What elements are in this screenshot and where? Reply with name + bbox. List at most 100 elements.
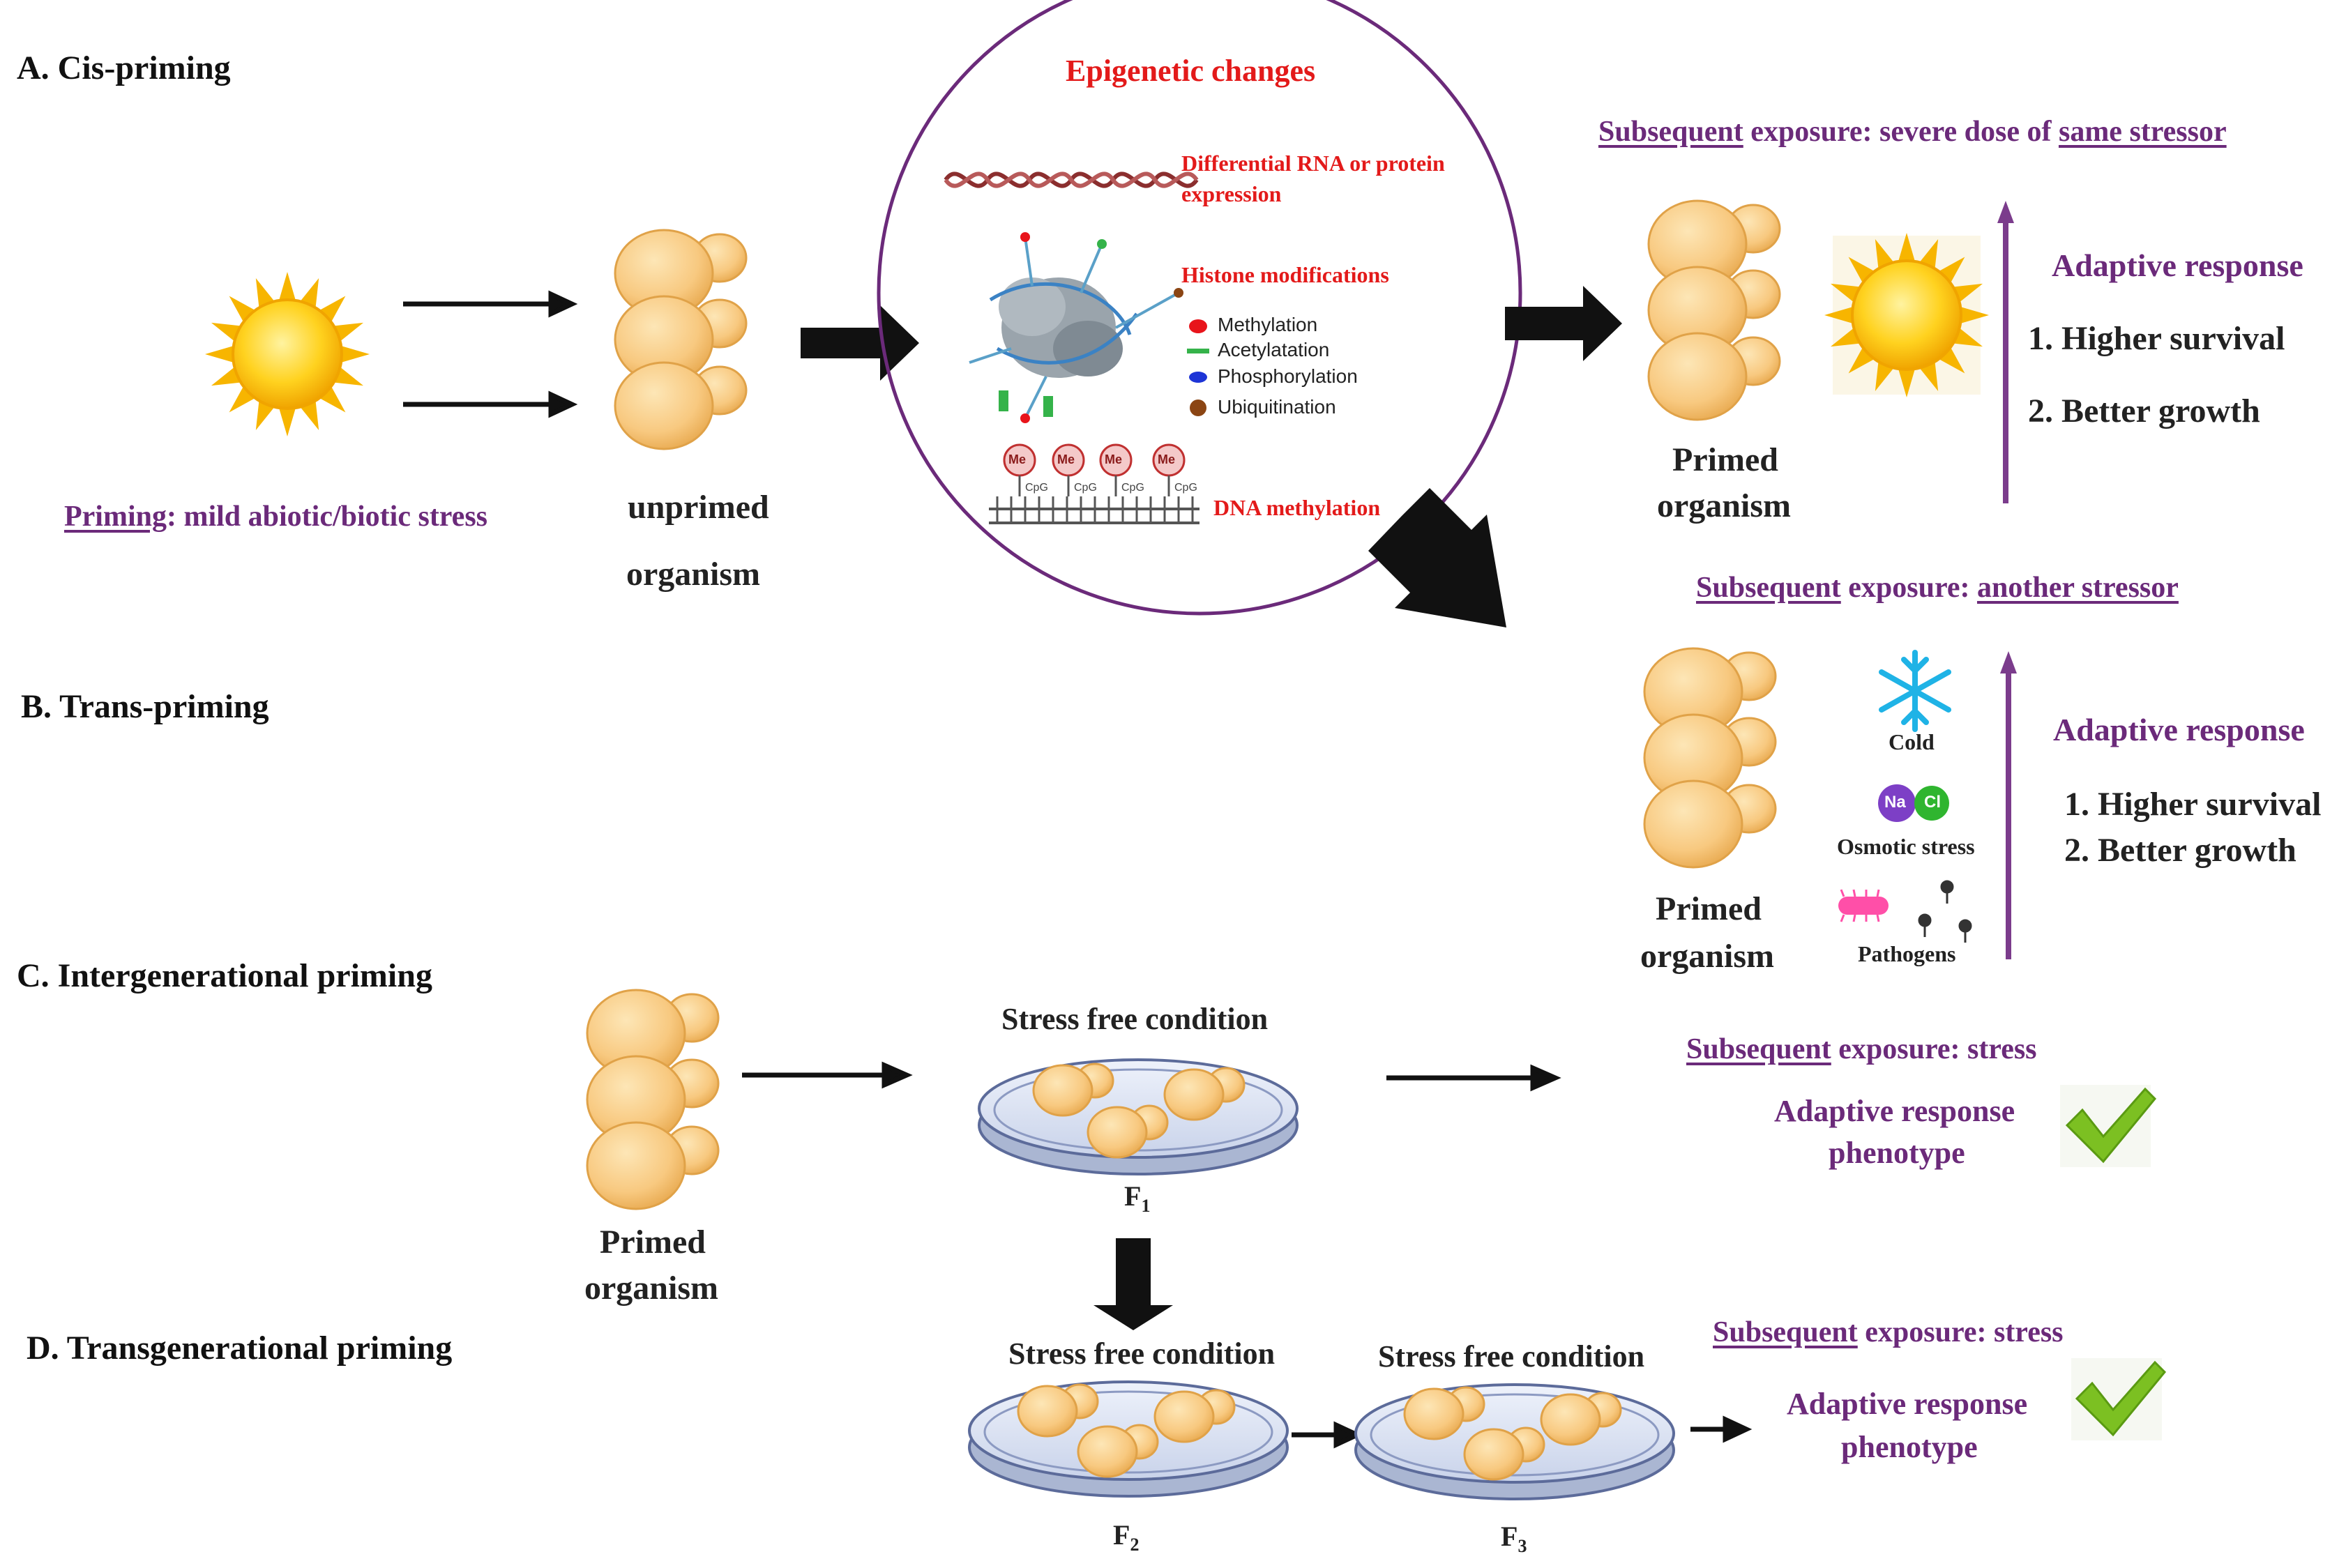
- primed-organism-icon-c: [586, 989, 720, 1210]
- cis-exposure-caption: Subsequent exposure: severe dose of same…: [1598, 117, 2227, 146]
- stress-free-label-f3: Stress free condition: [1378, 1339, 1645, 1373]
- gen-f3-sub: 3: [1518, 1536, 1527, 1556]
- gen-f2-letter: F: [1113, 1519, 1130, 1551]
- arrow-to-trans: [1368, 488, 1506, 627]
- arrow-to-f1: [742, 1061, 913, 1089]
- gen-label-f3: F3: [1501, 1523, 1527, 1555]
- adaptive-item2-trans: 2. Better growth: [2064, 832, 2296, 869]
- stress-free-label-f2: Stress free condition: [1008, 1337, 1276, 1371]
- c-exposure-caption: Subsequent exposure: stress: [1686, 1035, 2037, 1064]
- section-b-title: B. Trans-priming: [21, 688, 269, 725]
- cpg-mark-2: CpG: [1074, 482, 1097, 494]
- pathogens-label: Pathogens: [1858, 941, 1956, 966]
- adaptive-title-trans: Adaptive response: [2053, 712, 2305, 747]
- cis-exposure-w2: exposure: severe dose of: [1743, 116, 2059, 148]
- cpg-mark-3: CpG: [1121, 482, 1144, 494]
- cpg-mark-1: CpG: [1025, 482, 1048, 494]
- primed-label-cis-2: organism: [1657, 487, 1791, 524]
- arrow-to-c-exposure: [1386, 1064, 1561, 1092]
- arrow-to-epigenetics: [801, 305, 919, 381]
- unprimed-organism-icon: [614, 229, 748, 450]
- cl-ion-icon: [1914, 786, 1949, 821]
- modification-legend: [1187, 319, 1209, 416]
- cl-label: Cl: [1924, 793, 1941, 812]
- c-exposure-w2: exposure: stress: [1831, 1033, 2037, 1065]
- trans-exposure-w3: another stressor: [1976, 572, 2179, 604]
- cis-exposure-w3: same stressor: [2058, 116, 2227, 148]
- legend-phosphorylation: Phosphorylation: [1218, 365, 1358, 387]
- d-phenotype-2: phenotype: [1841, 1430, 1978, 1464]
- gen-label-f2: F2: [1113, 1521, 1139, 1554]
- primed-label-c-2: organism: [584, 1270, 718, 1307]
- diff-expression-label-2: expression: [1181, 181, 1282, 206]
- na-ion-icon: [1878, 784, 1916, 822]
- priming-description: : mild abiotic/biotic stress: [166, 501, 488, 533]
- arrow-to-cis: [1505, 286, 1622, 361]
- section-c-title: C. Intergenerational priming: [17, 957, 432, 994]
- sun-icon-priming: [204, 271, 371, 438]
- unprimed-label-2: organism: [626, 556, 760, 593]
- adaptive-item1-trans: 1. Higher survival: [2064, 786, 2322, 823]
- adaptive-item1-cis: 1. Higher survival: [2028, 320, 2285, 357]
- dna-methylation-label: DNA methylation: [1213, 495, 1381, 520]
- sun-icon-cis: [1823, 231, 1990, 399]
- cold-label: Cold: [1889, 729, 1935, 754]
- primed-label-c-1: Primed: [600, 1224, 706, 1261]
- cpg-mark-4: CpG: [1174, 482, 1197, 494]
- priming-arrows: [403, 290, 578, 418]
- adaptive-arrow-cis: [1997, 201, 2014, 503]
- snowflake-icon: [1879, 650, 1951, 732]
- primed-organism-icon-trans: [1643, 647, 1777, 869]
- d-exposure-w2: exposure: stress: [1857, 1316, 2064, 1348]
- gen-f2-sub: 2: [1130, 1535, 1140, 1555]
- me-mark-3: Me: [1105, 452, 1123, 466]
- diff-expression-label-1: Differential RNA or protein: [1181, 151, 1445, 176]
- primed-organism-icon-cis: [1647, 199, 1781, 421]
- c-phenotype-1: Adaptive response: [1774, 1094, 2015, 1128]
- priming-caption: Priming: mild abiotic/biotic stress: [64, 502, 487, 531]
- legend-ubiquitination: Ubiquitination: [1218, 396, 1336, 418]
- me-mark-2: Me: [1057, 452, 1075, 466]
- adaptive-title-cis: Adaptive response: [2052, 248, 2303, 283]
- na-label: Na: [1884, 793, 1906, 812]
- arrow-to-d-exposure: [1690, 1415, 1753, 1443]
- c-phenotype-2: phenotype: [1829, 1136, 1965, 1170]
- legend-acetylation: Acetylatation: [1218, 339, 1330, 360]
- stress-free-label-f1: Stress free condition: [1001, 1002, 1269, 1036]
- cis-exposure-w1: Subsequent: [1598, 116, 1743, 148]
- primed-label-cis-1: Primed: [1672, 441, 1778, 478]
- petri-dish-f2: [968, 1380, 1289, 1498]
- petri-dish-f1: [978, 1058, 1299, 1175]
- d-exposure-w1: Subsequent: [1713, 1316, 1858, 1348]
- adaptive-arrow-trans: [2000, 651, 2017, 959]
- primed-label-trans-2: organism: [1640, 938, 1774, 975]
- me-mark-4: Me: [1158, 452, 1176, 466]
- me-mark-1: Me: [1008, 452, 1027, 466]
- section-d-title: D. Transgenerational priming: [27, 1330, 453, 1367]
- gen-f1-letter: F: [1124, 1180, 1142, 1212]
- bacteria-icon: [1838, 889, 1889, 922]
- d-exposure-caption: Subsequent exposure: stress: [1713, 1318, 2064, 1347]
- petri-dish-f3: [1354, 1383, 1675, 1500]
- adaptive-item2-cis: 2. Better growth: [2028, 393, 2260, 429]
- histone-label: Histone modifications: [1181, 262, 1389, 287]
- osmotic-label: Osmotic stress: [1837, 834, 1975, 859]
- dna-helix-icon: [944, 172, 1199, 188]
- gen-label-f1: F1: [1124, 1182, 1150, 1215]
- unprimed-label-1: unprimed: [628, 489, 769, 526]
- arrow-f1-to-f2: [1093, 1238, 1173, 1330]
- arrow-f2-to-f3: [1292, 1421, 1363, 1449]
- section-a-title: A. Cis-priming: [17, 50, 231, 86]
- gen-f3-letter: F: [1501, 1521, 1518, 1552]
- primed-label-trans-1: Primed: [1656, 890, 1762, 927]
- dna-methylation-icon: [989, 443, 1200, 524]
- legend-methylation: Methylation: [1218, 314, 1318, 335]
- trans-exposure-caption: Subsequent exposure: another stressor: [1696, 573, 2179, 602]
- gen-f1-sub: 1: [1141, 1196, 1151, 1216]
- nucleosome-icon: [969, 232, 1183, 423]
- epigenetic-circle: [877, 0, 1522, 616]
- trans-exposure-w2: exposure:: [1840, 572, 1977, 604]
- virus-icon: [1918, 880, 1972, 943]
- priming-label: Priming: [64, 501, 167, 533]
